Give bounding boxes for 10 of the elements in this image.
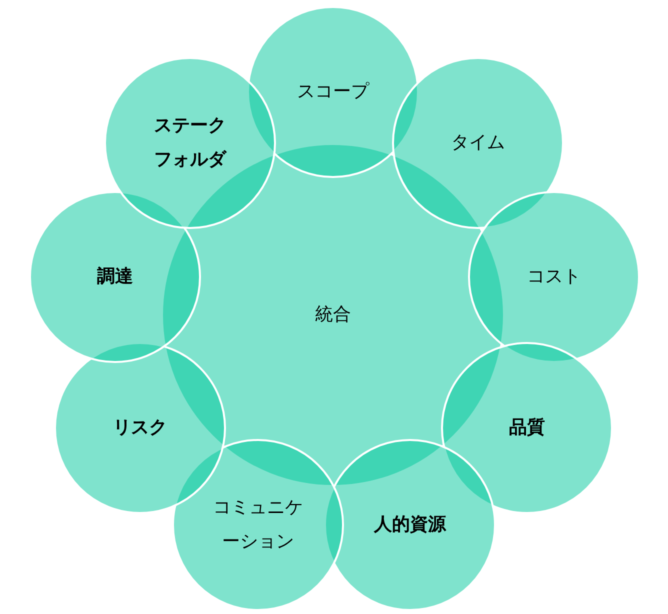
circle-label: タイム bbox=[450, 130, 506, 155]
circle-label: スコープ bbox=[296, 80, 370, 104]
circle-label: コミュニケーション bbox=[212, 496, 304, 554]
circle-label: 品質 bbox=[508, 416, 546, 440]
circle-label: 統合 bbox=[314, 302, 352, 327]
circle-label: コスト bbox=[526, 264, 582, 289]
circle-label: ステークフォルダ bbox=[153, 114, 227, 172]
circle-label: 人的資源 bbox=[372, 512, 448, 537]
circle-label: リスク bbox=[112, 416, 168, 440]
circle-label: 調達 bbox=[96, 264, 134, 289]
